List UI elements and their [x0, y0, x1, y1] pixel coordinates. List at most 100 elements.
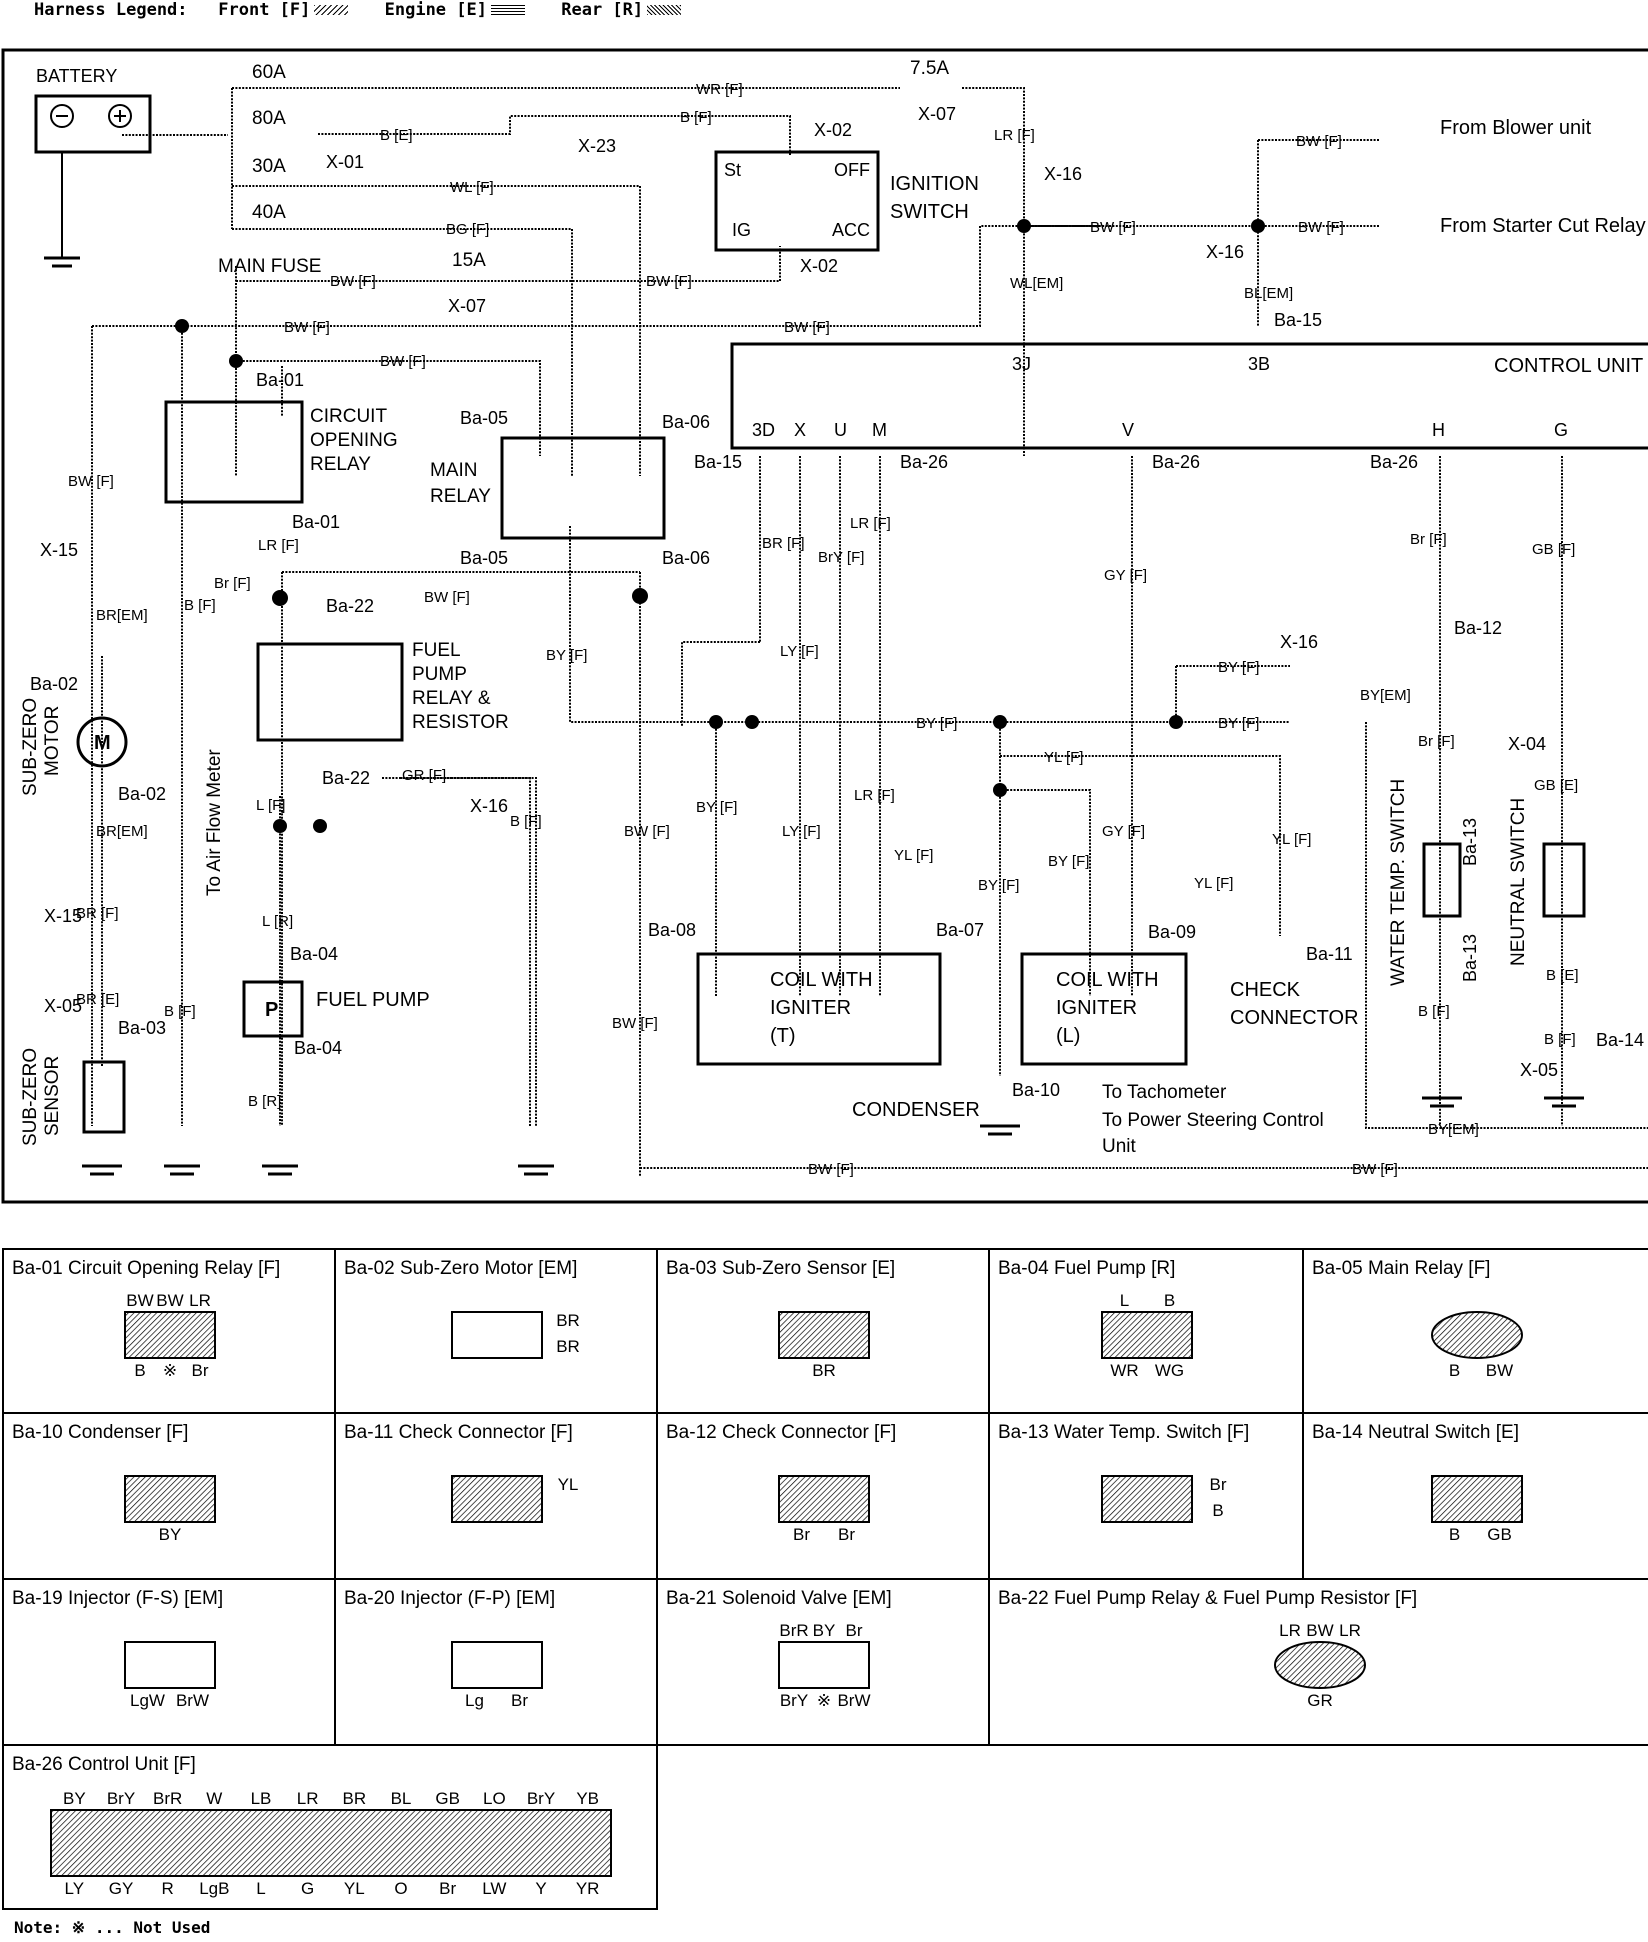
connector-cell-title: Ba-14 Neutral Switch [E]: [1312, 1422, 1519, 1443]
water-temp-switch-box: [1422, 842, 1462, 918]
svg-text:X-23: X-23: [578, 136, 616, 156]
svg-text:LR [F]: LR [F]: [994, 127, 1035, 144]
pin-label: YL: [558, 1475, 579, 1494]
svg-text:Ba-14: Ba-14: [1596, 1030, 1644, 1050]
svg-text:BrY [F]: BrY [F]: [818, 549, 864, 566]
connector-cell-title: Ba-11 Check Connector [F]: [344, 1422, 573, 1443]
wires: [91, 87, 1648, 1176]
legend-rear: Rear [R]: [561, 0, 644, 20]
pin-label: Lg: [465, 1691, 484, 1710]
rear-hatch-swatch: [647, 5, 682, 15]
svg-text:YL [F]: YL [F]: [1044, 749, 1083, 766]
pin-label: R: [162, 1879, 174, 1898]
connector-cell: Ba-10 Condenser [F]BY: [2, 1412, 336, 1580]
pin-label: BR: [343, 1789, 367, 1808]
svg-text:Ba-11: Ba-11: [1306, 944, 1353, 964]
svg-text:Ba-09: Ba-09: [1148, 922, 1196, 942]
svg-text:Ba-04: Ba-04: [290, 944, 338, 964]
connector-labels: X-01 X-02 X-02 X-05 X-05 X-07 X-07 X-15 …: [30, 104, 1644, 1100]
pin-label: B: [134, 1361, 145, 1380]
to-tachometer-label: To Tachometer: [1102, 1082, 1227, 1103]
svg-text:Ba-05: Ba-05: [460, 408, 508, 428]
svg-text:Ba-13: Ba-13: [1460, 818, 1480, 866]
harness-legend: Harness Legend: Front [F] Engine [E] Rea…: [34, 0, 707, 24]
connector-cell-title: Ba-21 Solenoid Valve [EM]: [666, 1588, 892, 1609]
main-relay-label-1: MAIN: [430, 460, 478, 481]
svg-text:LR [F]: LR [F]: [854, 787, 895, 804]
pin-label: LB: [251, 1789, 272, 1808]
svg-text:GB [F]: GB [F]: [1532, 541, 1575, 558]
note-not-used: Note: ※ ... Not Used: [14, 1918, 211, 1937]
connector-cell-title: Ba-10 Condenser [F]: [12, 1422, 189, 1443]
pin-label: LW: [482, 1879, 506, 1898]
from-starter-label: From Starter Cut Relay: [1440, 215, 1646, 237]
pin-label: GR: [1307, 1691, 1333, 1710]
pin-label: Br: [511, 1691, 528, 1710]
pin-label: BrY: [527, 1789, 555, 1808]
main-relay-box: [500, 436, 666, 540]
ignition-switch-label-2: SWITCH: [890, 201, 969, 223]
wiring-schematic: BATTERY 60A 80A 30A 40A MAIN FUSE 15A 7.…: [1, 48, 1648, 1204]
pin-label: Br: [793, 1525, 810, 1544]
pin-label: WR: [1110, 1361, 1138, 1380]
svg-text:X-16: X-16: [1206, 242, 1244, 262]
svg-text:L [R]: L [R]: [262, 913, 293, 930]
connector-cell: Ba-11 Check Connector [F] YL: [334, 1412, 658, 1580]
svg-text:BY [F]: BY [F]: [1048, 853, 1089, 870]
svg-text:BW [F]: BW [F]: [646, 273, 692, 290]
pin-label: LO: [483, 1789, 506, 1808]
svg-text:X-05: X-05: [1520, 1060, 1558, 1080]
pin-label: Y: [535, 1879, 546, 1898]
svg-text:BY [F]: BY [F]: [916, 715, 957, 732]
svg-text:Ba-06: Ba-06: [662, 412, 710, 432]
svg-text:BW [F]: BW [F]: [380, 353, 426, 370]
connector-cell-title: Ba-26 Control Unit [F]: [12, 1754, 196, 1775]
ground-symbols: [82, 1096, 1584, 1176]
pin-label: BrY: [107, 1789, 135, 1808]
cor-label-1: CIRCUIT: [310, 406, 387, 427]
svg-text:BW [F]: BW [F]: [1090, 219, 1136, 236]
connector-cell-title: Ba-19 Injector (F-S) [EM]: [12, 1588, 224, 1609]
svg-text:Ba-26: Ba-26: [900, 452, 948, 472]
svg-text:BW [F]: BW [F]: [1298, 219, 1344, 236]
svg-text:BW [F]: BW [F]: [68, 473, 114, 490]
svg-text:BG [F]: BG [F]: [446, 221, 489, 238]
connector-face-drawing: BrB: [1101, 1475, 1227, 1523]
neutral-switch-box: [1542, 842, 1586, 918]
pin-label: ※: [817, 1691, 831, 1710]
control-unit-box: [730, 342, 1648, 450]
pin-label: BW: [1486, 1361, 1513, 1380]
svg-text:WL[EM]: WL[EM]: [1010, 275, 1063, 292]
front-hatch-swatch: [314, 5, 349, 15]
pin-label: GY: [109, 1879, 134, 1898]
svg-text:GY [F]: GY [F]: [1104, 567, 1147, 584]
main-relay-label-2: RELAY: [430, 486, 491, 507]
pin-label: Br: [439, 1879, 456, 1898]
svg-text:B [F]: B [F]: [510, 813, 542, 830]
connector-face-drawing: Lg Br: [451, 1641, 543, 1710]
ign-st: St: [724, 160, 741, 180]
sub-zero-sensor-box: [82, 1060, 126, 1134]
sub-zero-motor-symbol: [76, 716, 128, 768]
svg-text:GB [E]: GB [E]: [1534, 777, 1578, 794]
pin-label: BW: [1306, 1621, 1333, 1640]
svg-text:Br [F]: Br [F]: [1418, 733, 1455, 750]
pin-label: LR: [1339, 1621, 1361, 1640]
svg-text:B [F]: B [F]: [1418, 1003, 1450, 1020]
svg-text:X-16: X-16: [470, 796, 508, 816]
connector-cell-title: Ba-03 Sub-Zero Sensor [E]: [666, 1258, 896, 1279]
pin-label: BrR: [153, 1789, 182, 1808]
fuel-pump-relay-box: [256, 642, 404, 742]
pin-label: LgW: [130, 1691, 165, 1710]
svg-text:Ba-26: Ba-26: [1370, 452, 1418, 472]
svg-text:Ba-26: Ba-26: [1152, 452, 1200, 472]
svg-text:Ba-12: Ba-12: [1454, 618, 1502, 638]
